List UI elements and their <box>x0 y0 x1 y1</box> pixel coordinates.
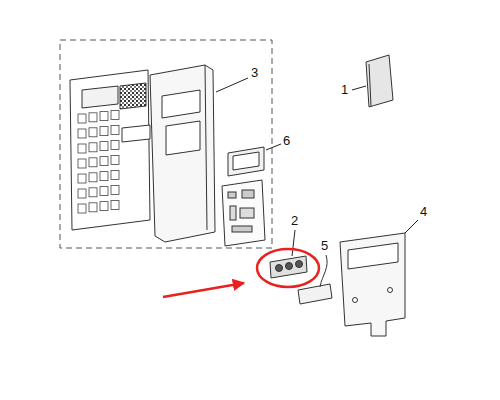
keypad-key <box>78 189 86 198</box>
display-assembly <box>233 152 259 170</box>
small-board-part <box>298 284 332 304</box>
callout-number: 1 <box>341 82 348 97</box>
group-frame <box>60 40 272 248</box>
keypad-key <box>111 140 119 149</box>
callout-number: 4 <box>420 204 427 219</box>
mounting-bracket <box>340 233 405 336</box>
manual-book <box>369 64 371 106</box>
keypad-key <box>111 200 119 209</box>
control-panel-housing <box>166 121 200 155</box>
keypad-keys <box>78 110 119 213</box>
mounting-bracket <box>388 288 393 293</box>
keypad-key <box>100 112 108 121</box>
keypad-key <box>100 127 108 136</box>
control-board <box>240 208 254 218</box>
callout-number: 3 <box>251 65 258 80</box>
switch-board-part <box>270 256 307 278</box>
keypad-key <box>78 174 86 183</box>
callout-number: 5 <box>321 238 328 253</box>
manual-book <box>366 55 393 107</box>
mounting-bracket <box>340 233 405 336</box>
keypad-key <box>100 202 108 211</box>
keypad-key <box>78 159 86 168</box>
keypad-key <box>89 113 97 122</box>
highlight-ellipse <box>257 249 319 287</box>
keypad-key <box>89 128 97 137</box>
callout-number: 6 <box>283 133 290 148</box>
keypad-key <box>78 144 86 153</box>
keypad-overlay <box>82 86 118 108</box>
keypad-key <box>89 188 97 197</box>
keypad-key <box>89 203 97 212</box>
keypad-overlay <box>70 70 150 230</box>
keypad-key <box>111 155 119 164</box>
keypad-key <box>78 204 86 213</box>
keypad-key <box>89 158 97 167</box>
highlight-ellipse <box>257 249 319 287</box>
keypad-key <box>100 172 108 181</box>
keypad-overlay <box>120 83 146 109</box>
leader-lines <box>292 230 295 256</box>
keypad-key <box>100 187 108 196</box>
small-board-part <box>320 255 327 287</box>
keypad-overlay <box>70 70 150 230</box>
switch-board-part <box>296 261 303 268</box>
keypad-overlay <box>122 125 150 142</box>
small-board-part <box>298 255 332 304</box>
keypad-key <box>111 185 119 194</box>
keypad-key <box>78 114 86 123</box>
group-frame <box>60 40 272 248</box>
keypad-key <box>111 125 119 134</box>
manual-book <box>366 55 393 107</box>
control-board <box>222 180 265 246</box>
keypad-key <box>111 110 119 119</box>
control-board <box>228 192 236 198</box>
keypad-key <box>78 129 86 138</box>
keypad-key <box>111 170 119 179</box>
red-pointer-arrow <box>163 283 244 297</box>
leader-lines <box>216 78 418 256</box>
control-panel-housing <box>205 65 207 230</box>
red-pointer-arrow <box>163 283 244 297</box>
control-board <box>222 180 265 246</box>
display-assembly <box>228 147 264 176</box>
keypad-key <box>100 142 108 151</box>
leader-lines <box>352 86 366 90</box>
switch-board-part <box>270 256 307 278</box>
keypad-key <box>89 143 97 152</box>
control-board <box>242 190 254 198</box>
leader-lines <box>216 78 248 92</box>
control-board <box>230 206 236 220</box>
control-panel-housing <box>150 65 215 242</box>
switch-board-part <box>276 265 283 272</box>
keypad-key <box>100 157 108 166</box>
control-panel-housing <box>150 65 215 242</box>
display-assembly <box>228 147 264 176</box>
control-panel-housing <box>162 90 200 118</box>
switch-board-part <box>286 263 293 270</box>
keypad-key <box>89 173 97 182</box>
callout-number: 2 <box>291 213 298 228</box>
mounting-bracket <box>348 243 398 269</box>
mounting-bracket <box>353 298 358 303</box>
control-board <box>232 226 252 232</box>
leader-lines <box>266 144 281 150</box>
